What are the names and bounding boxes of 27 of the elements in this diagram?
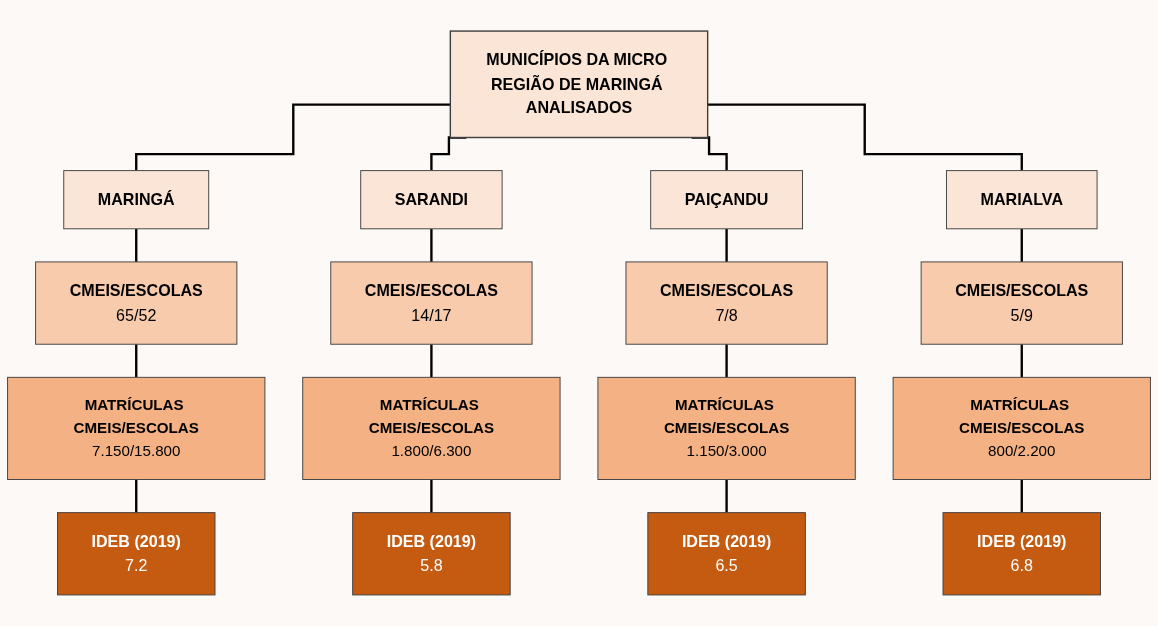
connector: [707, 103, 1023, 172]
node-box: CMEIS/ESCOLAS 7/8: [625, 261, 828, 345]
node-box: MATRÍCULAS CMEIS/ESCOLAS 1.800/6.300: [302, 376, 561, 480]
node-box: IDEB (2019) 5.8: [352, 512, 511, 596]
node-box: MARINGÁ: [63, 170, 210, 230]
connector: [135, 343, 138, 379]
connector: [430, 343, 433, 379]
node-box: CMEIS/ESCOLAS 65/52: [35, 261, 238, 345]
node-box: MUNICÍPIOS DA MICRO REGIÃO DE MARINGÁ ANALISADOS: [449, 30, 709, 139]
connector: [135, 103, 451, 172]
node-box: CMEIS/ESCOLAS 5/9: [920, 261, 1123, 345]
connector: [135, 478, 138, 514]
connector: [1020, 478, 1023, 514]
node-box: MARIALVA: [946, 170, 1098, 230]
node-box: SARANDI: [360, 170, 503, 230]
node-box: CMEIS/ESCOLAS 14/17: [330, 261, 533, 345]
node-box: MATRÍCULAS CMEIS/ESCOLAS 800/2.200: [892, 376, 1151, 480]
node-box: IDEB (2019) 6.5: [647, 512, 806, 596]
node-box: IDEB (2019) 6.8: [942, 512, 1101, 596]
node-box: MATRÍCULAS CMEIS/ESCOLAS 7.150/15.800: [7, 376, 266, 480]
connector: [725, 478, 728, 514]
node-box: IDEB (2019) 7.2: [57, 512, 216, 596]
connector: [725, 343, 728, 379]
connector: [430, 478, 433, 514]
node-box: PAIÇANDU: [650, 170, 803, 230]
connector: [1020, 343, 1023, 379]
node-box: MATRÍCULAS CMEIS/ESCOLAS 1.150/3.000: [597, 376, 856, 480]
